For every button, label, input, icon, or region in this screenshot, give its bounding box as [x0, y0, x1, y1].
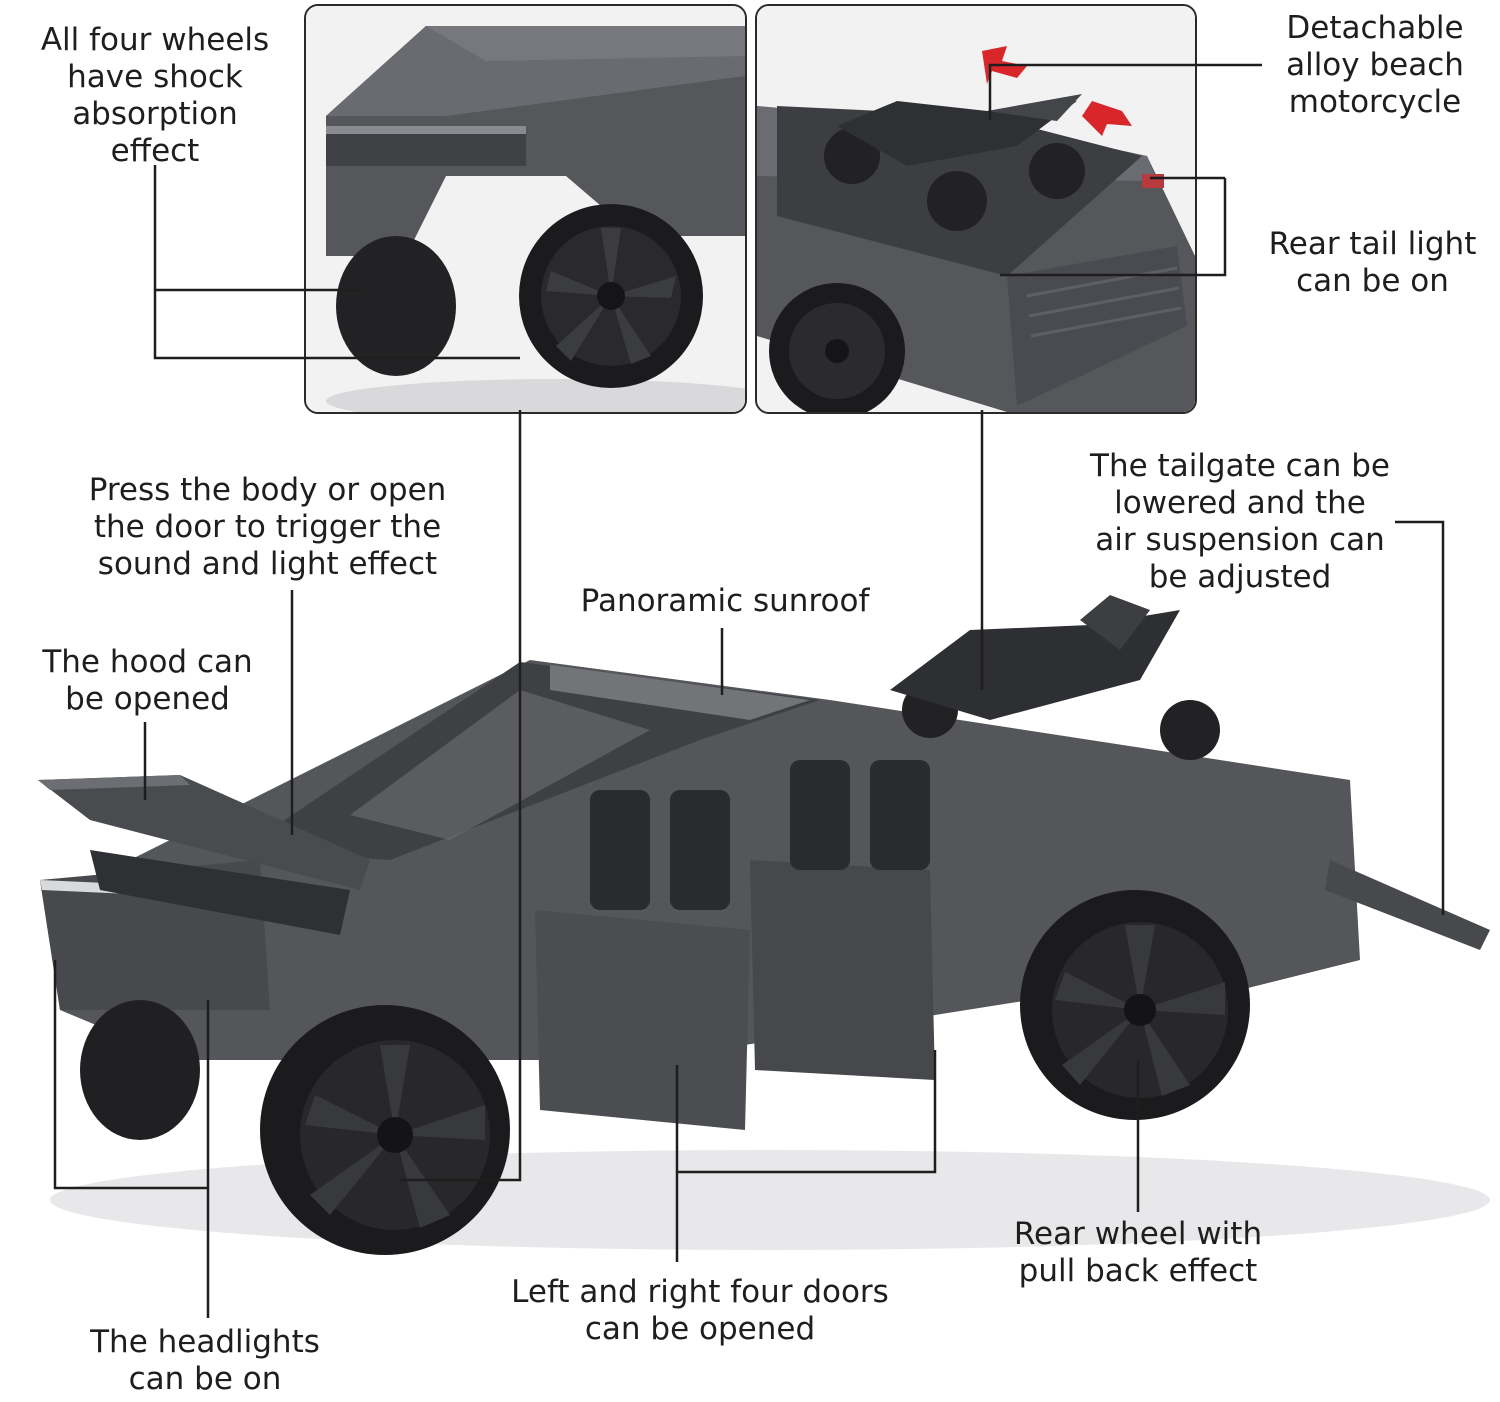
- leader-tailgate: [1395, 520, 1445, 915]
- leader-shock: [153, 165, 520, 360]
- leader-motorcycle: [988, 63, 1262, 120]
- truck-bed-closeup-image: [757, 6, 1195, 412]
- label-rear-tail-light: Rear tail light can be on: [1268, 226, 1477, 299]
- label-hood: The hood can be opened: [42, 644, 253, 717]
- label-motorcycle: Detachable alloy beach motorcycle: [1286, 10, 1464, 120]
- label-shock-absorption: All four wheels have shock absorption ef…: [40, 22, 270, 169]
- inset-front-wheel: [304, 4, 747, 414]
- leader-headlights: [53, 960, 208, 1190]
- label-tailgate: The tailgate can be lowered and the air …: [1090, 448, 1390, 595]
- leader-taillight: [1000, 178, 1227, 277]
- label-sound-light: Press the body or open the door to trigg…: [88, 472, 447, 582]
- front-wheel-closeup-image: [306, 6, 745, 412]
- label-headlights: The headlights can be on: [90, 1324, 320, 1397]
- label-doors: Left and right four doors can be opened: [511, 1274, 889, 1347]
- inset-truck-bed: [755, 4, 1197, 414]
- leader-doors: [675, 1050, 937, 1174]
- label-sunroof: Panoramic sunroof: [580, 583, 870, 619]
- label-rear-wheel: Rear wheel with pull back effect: [1013, 1216, 1263, 1289]
- cybertruck-main-image: [38, 595, 1490, 1255]
